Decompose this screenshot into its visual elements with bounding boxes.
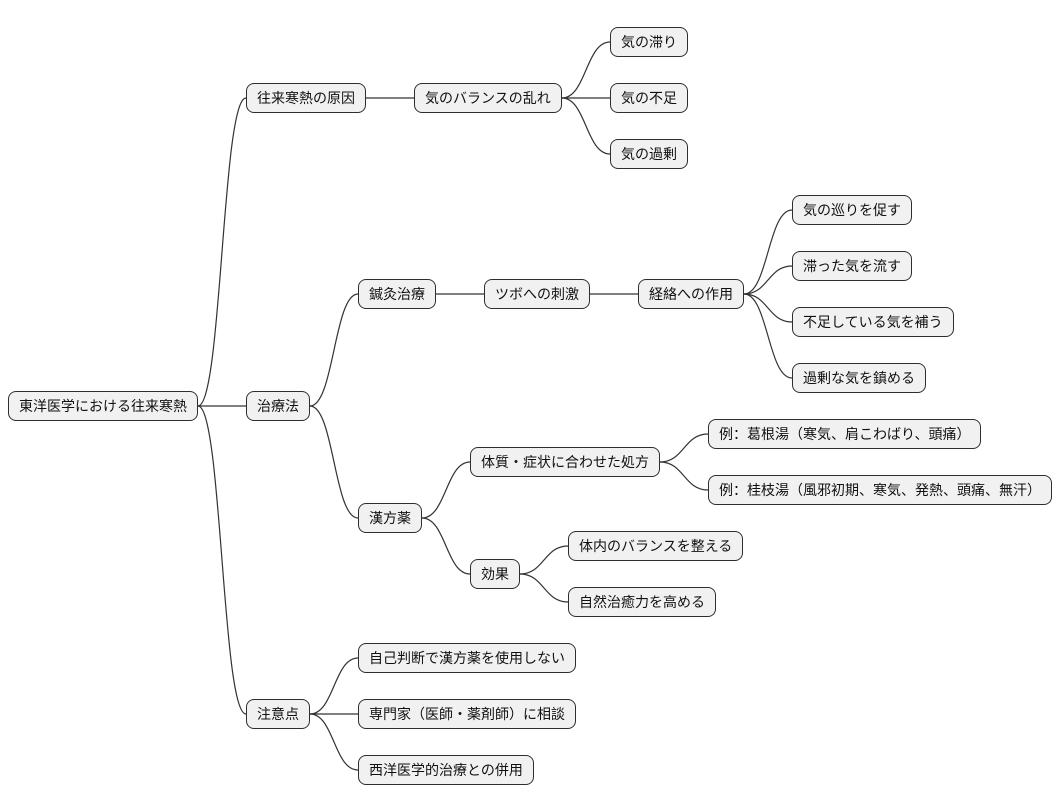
mindmap-node-label: 自然治癒力を高める bbox=[579, 594, 705, 610]
mindmap-node-treatments: 治療法 bbox=[246, 391, 310, 421]
mindmap-node-supplement-deficient-qi: 不足している気を補う bbox=[792, 307, 954, 337]
mindmap-node-no-self-judgment: 自己判断で漢方薬を使用しない bbox=[358, 643, 576, 673]
mindmap-node-kampo: 漢方薬 bbox=[358, 503, 422, 533]
mindmap-link bbox=[197, 405, 247, 715]
mindmap-node-label: 気の滞り bbox=[621, 34, 677, 50]
mindmap-link bbox=[561, 41, 611, 99]
mindmap-node-label: 気のバランスの乱れ bbox=[425, 90, 551, 106]
mindmap-node-label: 経絡への作用 bbox=[649, 286, 733, 302]
mindmap-link bbox=[743, 209, 793, 295]
mindmap-node-label: 例：桂枝湯（風邪初期、寒気、発熱、頭痛、無汗） bbox=[719, 482, 1041, 498]
mindmap-node-label: 体質・症状に合わせた処方 bbox=[481, 454, 649, 470]
mindmap-node-effects: 効果 bbox=[470, 559, 520, 589]
mindmap-node-qi-stagnation: 気の滞り bbox=[610, 27, 688, 57]
mindmap-node-root: 東洋医学における往来寒熱 bbox=[8, 391, 198, 421]
mindmap-node-label: 滞った気を流す bbox=[803, 258, 901, 274]
mindmap-link bbox=[743, 293, 793, 379]
mindmap-node-label: 往来寒熱の原因 bbox=[257, 90, 355, 106]
mindmap-node-tsubo-stimulation: ツボへの刺激 bbox=[484, 279, 590, 309]
mindmap-node-qi-imbalance: 気のバランスの乱れ bbox=[414, 83, 562, 113]
mindmap-node-label: 効果 bbox=[481, 566, 509, 582]
mindmap-node-acupuncture: 鍼灸治療 bbox=[358, 279, 436, 309]
mindmap-node-label: 自己判断で漢方薬を使用しない bbox=[369, 650, 565, 666]
mindmap-node-calm-excess-qi: 過剰な気を鎮める bbox=[792, 363, 926, 393]
mindmap-link bbox=[421, 461, 471, 519]
mindmap-node-label: 気の過剰 bbox=[621, 146, 677, 162]
mindmap-link bbox=[197, 97, 247, 407]
mindmap-link bbox=[519, 573, 569, 603]
mindmap-node-label: 漢方薬 bbox=[369, 510, 411, 526]
mindmap-node-move-stagnant-qi: 滞った気を流す bbox=[792, 251, 912, 281]
mindmap-node-qi-deficiency: 気の不足 bbox=[610, 83, 688, 113]
mindmap-node-label: 専門家（医師・薬剤師）に相談 bbox=[369, 706, 565, 722]
mindmap-node-label: 西洋医学的治療との併用 bbox=[369, 762, 523, 778]
mindmap-node-label: ツボへの刺激 bbox=[495, 286, 579, 302]
mindmap-node-tailored-prescription: 体質・症状に合わせた処方 bbox=[470, 447, 660, 477]
mindmap-link bbox=[309, 293, 359, 407]
mindmap-link bbox=[421, 517, 471, 575]
mindmap-node-combine-western-medicine: 西洋医学的治療との併用 bbox=[358, 755, 534, 785]
mindmap-node-cautions: 注意点 bbox=[246, 699, 310, 729]
mindmap-node-label: 不足している気を補う bbox=[803, 314, 943, 330]
mindmap-node-meridian-action: 経絡への作用 bbox=[638, 279, 744, 309]
mindmap-node-label: 過剰な気を鎮める bbox=[803, 370, 915, 386]
mindmap-node-promote-qi-flow: 気の巡りを促す bbox=[792, 195, 912, 225]
mindmap-link bbox=[309, 713, 359, 771]
mindmap-node-balance-body: 体内のバランスを整える bbox=[568, 531, 744, 561]
mindmap-link bbox=[519, 545, 569, 575]
mindmap-node-example-keishito: 例：桂枝湯（風邪初期、寒気、発熱、頭痛、無汗） bbox=[708, 475, 1052, 505]
mindmap-node-label: 鍼灸治療 bbox=[369, 286, 425, 302]
mindmap-link bbox=[309, 405, 359, 519]
mindmap-node-label: 気の不足 bbox=[621, 90, 677, 106]
mindmap-node-label: 注意点 bbox=[257, 706, 299, 722]
mindmap-link bbox=[659, 461, 709, 491]
mindmap-node-natural-healing: 自然治癒力を高める bbox=[568, 587, 716, 617]
mindmap-node-label: 例：葛根湯（寒気、肩こわばり、頭痛） bbox=[719, 426, 971, 442]
mindmap-node-qi-excess: 気の過剰 bbox=[610, 139, 688, 169]
mindmap-node-example-kakkonto: 例：葛根湯（寒気、肩こわばり、頭痛） bbox=[708, 419, 982, 449]
mindmap-link bbox=[309, 657, 359, 715]
mindmap-node-label: 気の巡りを促す bbox=[803, 202, 901, 218]
mindmap-node-label: 東洋医学における往来寒熱 bbox=[19, 398, 187, 414]
mindmap-node-label: 治療法 bbox=[257, 398, 299, 414]
mindmap-node-consult-professionals: 専門家（医師・薬剤師）に相談 bbox=[358, 699, 576, 729]
mindmap-link bbox=[561, 97, 611, 155]
mindmap-node-causes: 往来寒熱の原因 bbox=[246, 83, 366, 113]
mindmap-link bbox=[659, 433, 709, 463]
mindmap-link bbox=[743, 293, 793, 323]
mindmap-link bbox=[743, 265, 793, 295]
mindmap-node-label: 体内のバランスを整える bbox=[579, 538, 733, 554]
